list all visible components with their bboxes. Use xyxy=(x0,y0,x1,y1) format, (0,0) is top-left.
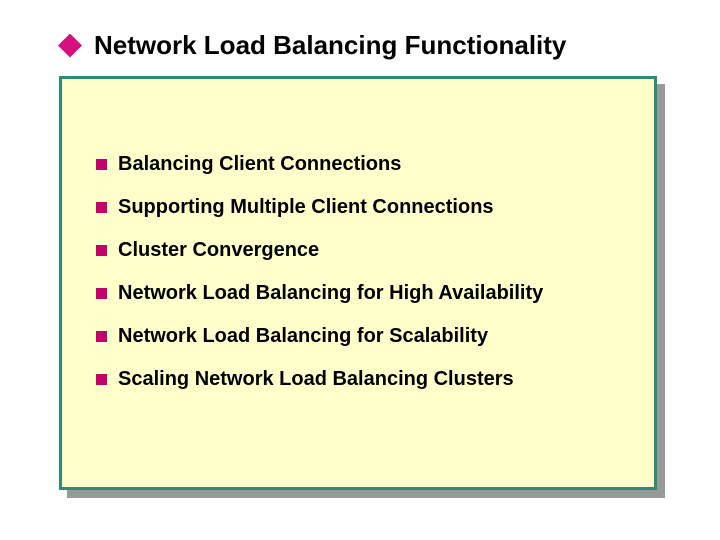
bullet-text: Scaling Network Load Balancing Clusters xyxy=(118,368,514,390)
list-item: Cluster Convergence xyxy=(96,229,644,272)
square-bullet-icon xyxy=(96,245,107,256)
diamond-icon xyxy=(58,33,82,58)
square-bullet-icon xyxy=(96,374,107,385)
slide-title: Network Load Balancing Functionality xyxy=(94,30,567,60)
title-row: Network Load Balancing Functionality xyxy=(58,30,566,61)
list-item: Network Load Balancing for Scalability xyxy=(96,315,644,358)
square-bullet-icon xyxy=(96,288,107,299)
square-bullet-icon xyxy=(96,202,107,213)
list-item: Balancing Client Connections xyxy=(96,143,644,186)
list-item: Scaling Network Load Balancing Clusters xyxy=(96,358,644,401)
square-bullet-icon xyxy=(96,331,107,342)
bullet-text: Cluster Convergence xyxy=(118,239,320,261)
square-bullet-icon xyxy=(96,159,107,170)
list-item: Network Load Balancing for High Availabi… xyxy=(96,272,644,315)
bullet-text: Balancing Client Connections xyxy=(118,153,402,175)
bullet-text: Network Load Balancing for High Availabi… xyxy=(118,282,544,304)
bullet-text: Supporting Multiple Client Connections xyxy=(118,196,494,218)
bullet-list: Balancing Client Connections Supporting … xyxy=(62,79,654,401)
bullet-text: Network Load Balancing for Scalability xyxy=(118,325,489,347)
content-box: Balancing Client Connections Supporting … xyxy=(59,76,657,490)
list-item: Supporting Multiple Client Connections xyxy=(96,186,644,229)
